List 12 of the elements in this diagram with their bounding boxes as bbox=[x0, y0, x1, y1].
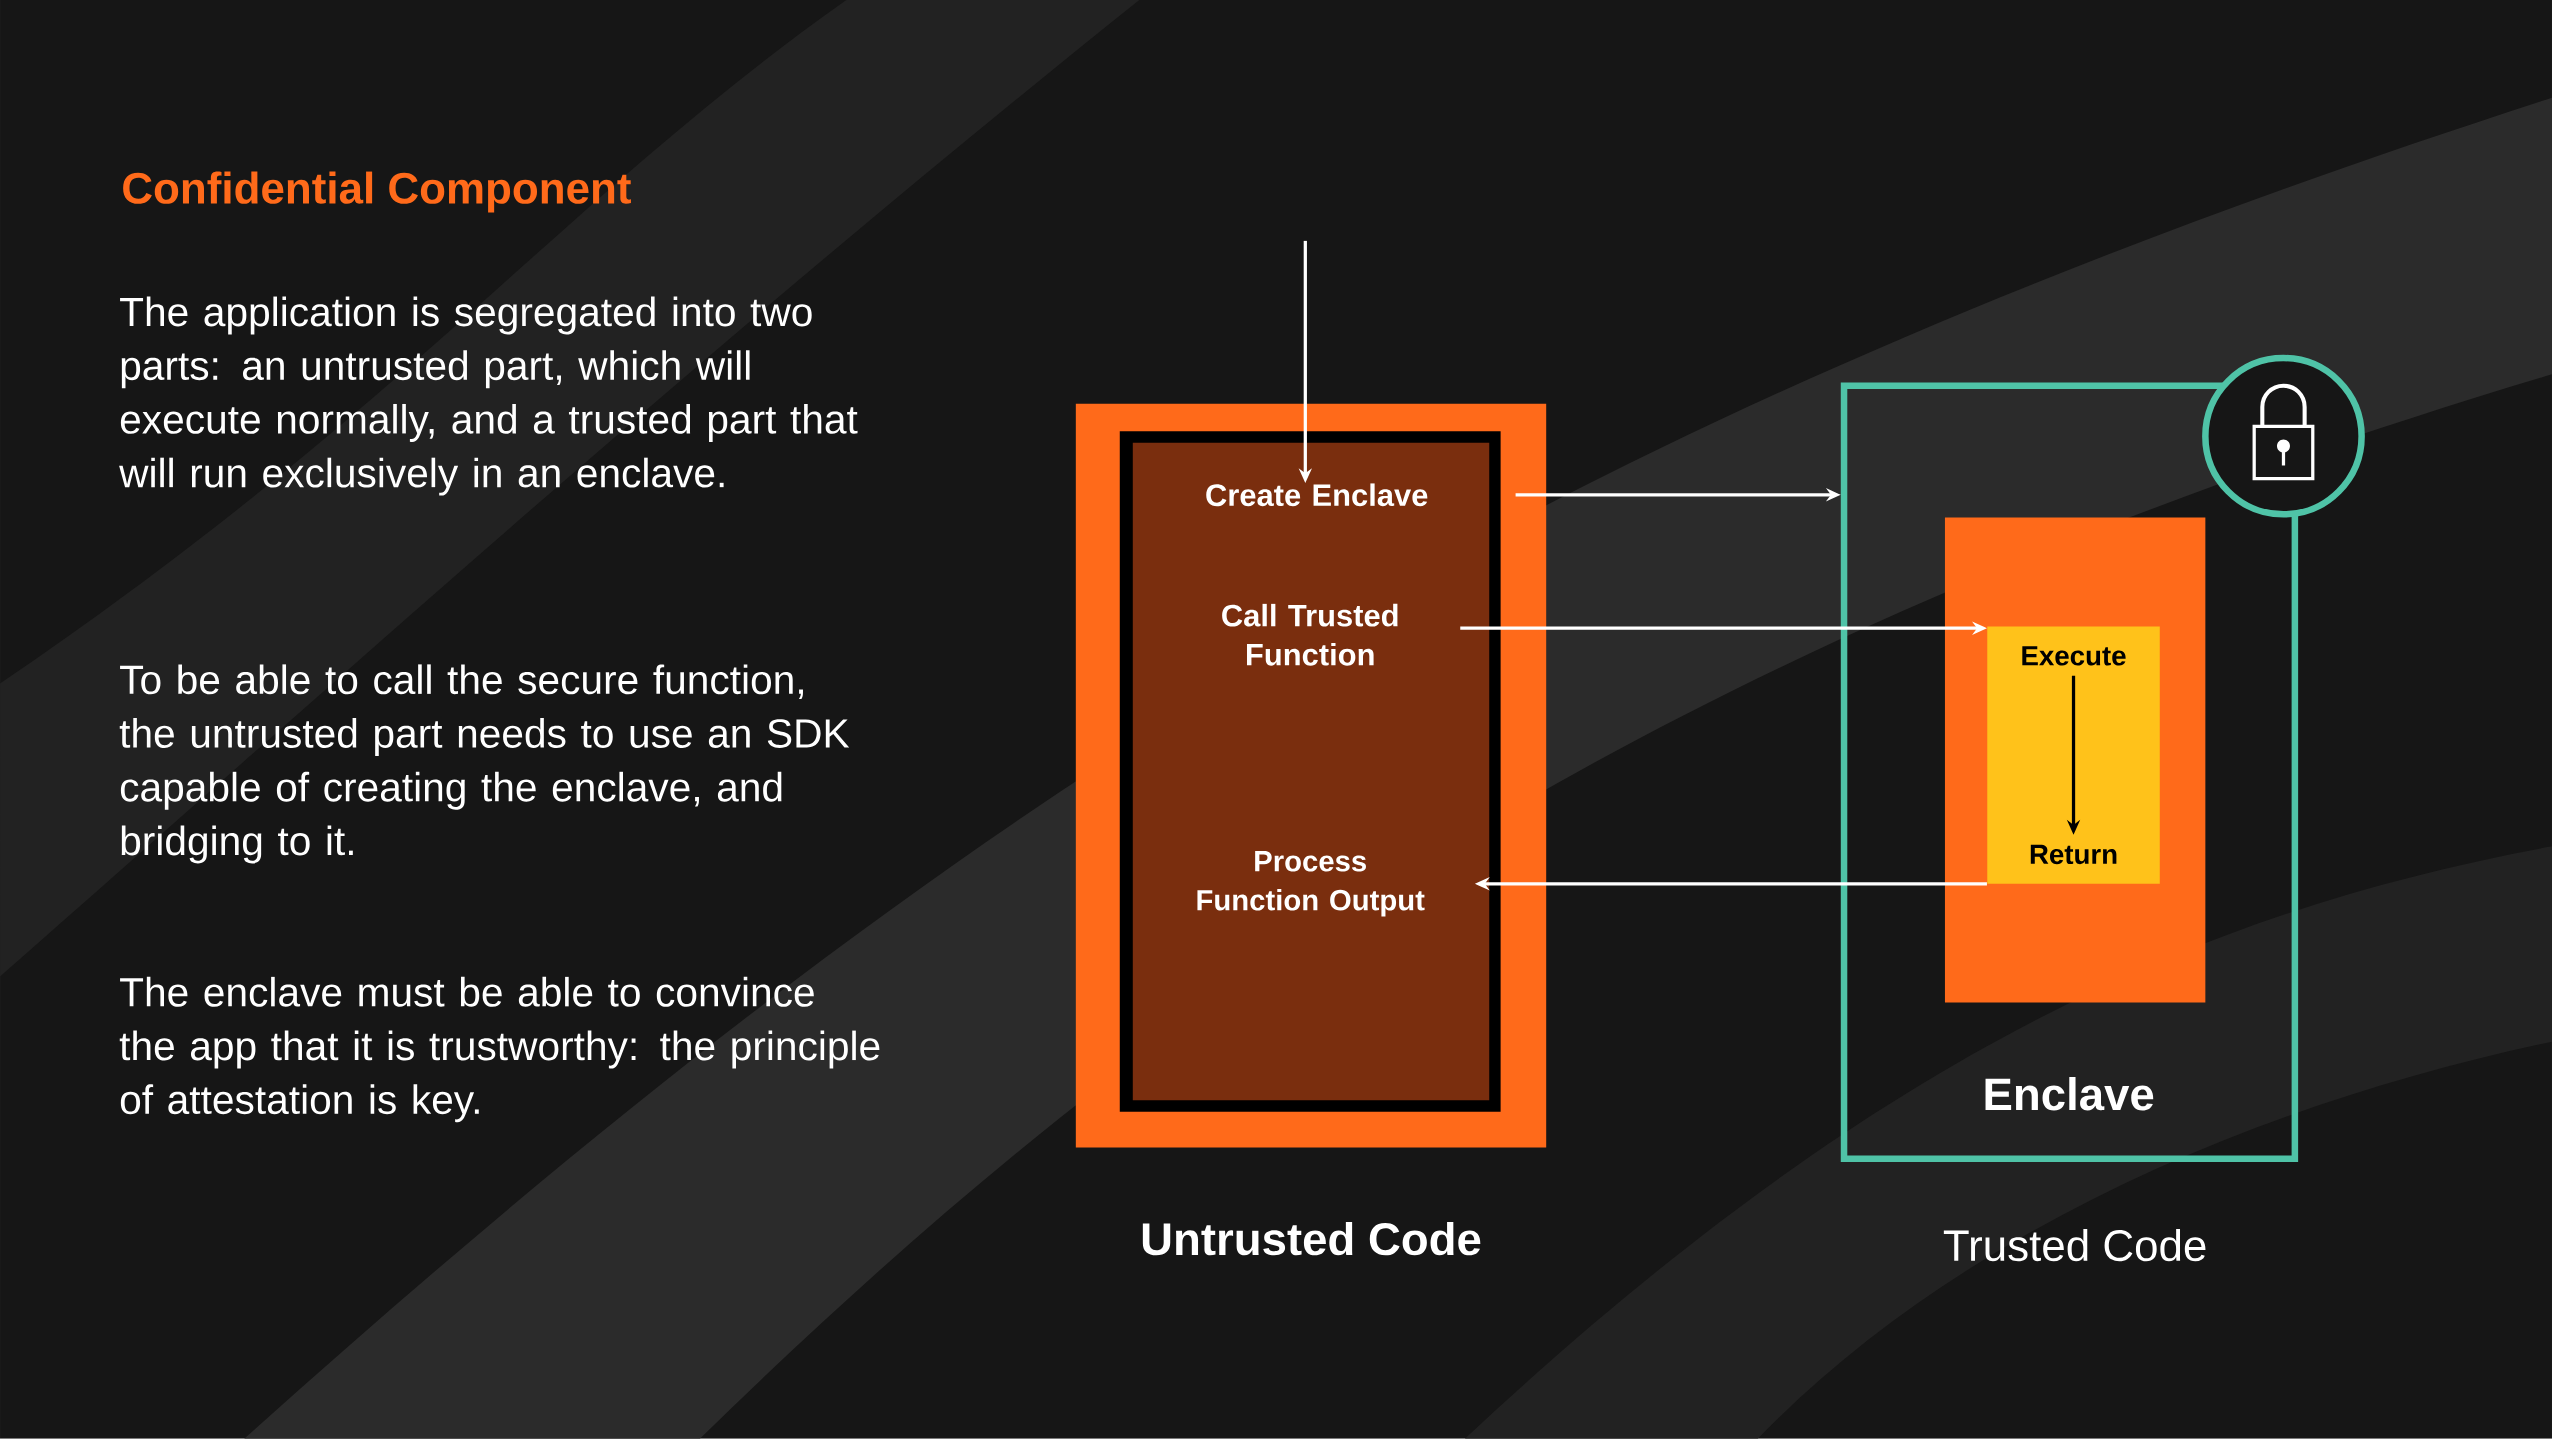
node-label: Execute bbox=[2022, 646, 2126, 666]
paragraph: To be able to call the secure function, the untrusted part needs to use an SDK capable of creating the enclave, and bridging to it. bbox=[119, 664, 850, 864]
paragraph: The enclave must be able to convince the app that it is trustworthy: the principle of attestation is key. bbox=[119, 977, 880, 1123]
process-box bbox=[1987, 626, 2160, 884]
node-label: Return bbox=[2030, 844, 2117, 865]
node-label: Create Enclave bbox=[1206, 483, 1428, 507]
node-label: Untrusted Code bbox=[1142, 1222, 1481, 1256]
node-label: Process Function Output bbox=[1197, 851, 1425, 917]
title: Confidential Component bbox=[123, 171, 631, 213]
node-label: Call Trusted Function bbox=[1222, 604, 1398, 666]
node-label: Trusted Code bbox=[1943, 1229, 2206, 1262]
paragraph: The application is segregated into two parts: an untrusted part, which will execute normally, and a trusted part that will run exclusively in an enclave. bbox=[119, 296, 858, 496]
